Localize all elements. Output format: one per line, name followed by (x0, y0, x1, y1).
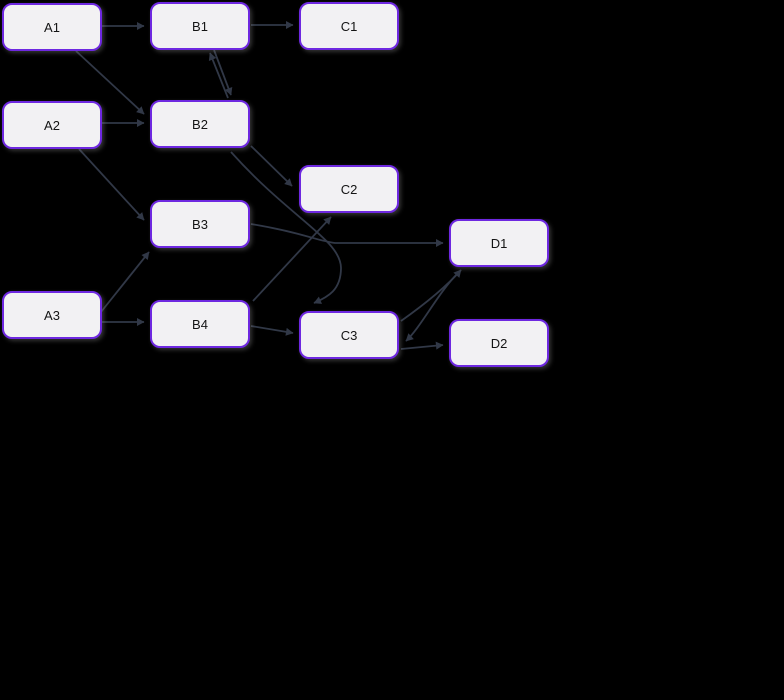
edge-B4-C2[interactable] (252, 216, 332, 302)
node-label-D2: D2 (490, 335, 508, 351)
node-A2[interactable]: A2 (2, 101, 102, 149)
edge-A2-B3[interactable] (78, 148, 145, 221)
edge-B2-B1[interactable] (208, 52, 229, 99)
edge-B2-C3[interactable] (230, 151, 342, 304)
edge-D1-C3[interactable] (405, 272, 459, 342)
edge-A1-B2[interactable] (75, 50, 145, 115)
node-label-A3: A3 (44, 307, 60, 323)
edge-B3-D1[interactable] (250, 223, 444, 247)
node-D1[interactable]: D1 (449, 219, 549, 267)
node-C1[interactable]: C1 (299, 2, 399, 50)
node-label-B4: B4 (192, 316, 208, 332)
node-A3[interactable]: A3 (2, 291, 102, 339)
node-label-B3: B3 (192, 216, 208, 232)
node-B1[interactable]: B1 (150, 2, 250, 50)
node-label-C3: C3 (340, 327, 358, 343)
node-label-B1: B1 (192, 18, 208, 34)
node-label-D1: D1 (490, 235, 508, 251)
node-label-C1: C1 (340, 18, 358, 34)
node-C2[interactable]: C2 (299, 165, 399, 213)
node-A1[interactable]: A1 (2, 3, 102, 51)
node-label-A2: A2 (44, 117, 60, 133)
node-label-A1: A1 (44, 19, 60, 35)
node-label-B2: B2 (192, 116, 208, 132)
node-B2[interactable]: B2 (150, 100, 250, 148)
edge-B2-C2[interactable] (250, 145, 293, 187)
node-label-C2: C2 (340, 181, 358, 197)
edge-B1-B2[interactable] (213, 49, 233, 96)
edge-C3-D1[interactable] (400, 269, 462, 322)
edge-C3-D2[interactable] (400, 341, 444, 350)
edge-A3-B3[interactable] (100, 251, 150, 313)
node-B3[interactable]: B3 (150, 200, 250, 248)
node-D2[interactable]: D2 (449, 319, 549, 367)
edge-B4-C3[interactable] (250, 325, 294, 336)
node-B4[interactable]: B4 (150, 300, 250, 348)
node-C3[interactable]: C3 (299, 311, 399, 359)
